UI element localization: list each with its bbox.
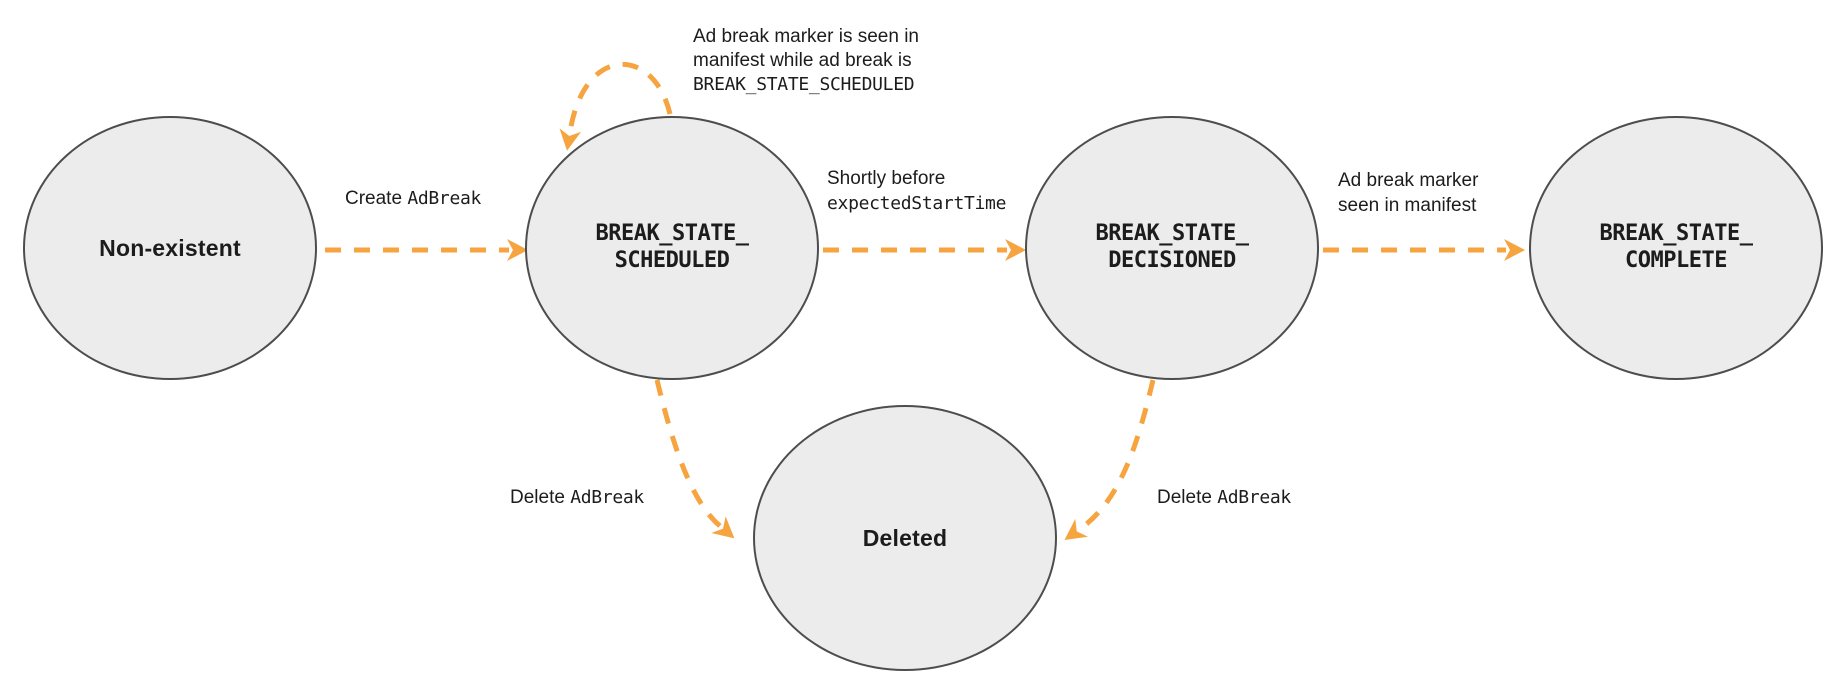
- edge-label-marker-seen-line1: Ad break marker: [1338, 170, 1479, 191]
- edge-label-delete-adbreak-left: Delete AdBreak: [510, 485, 644, 510]
- edge-label-create-adbreak: Create AdBreak: [345, 186, 481, 211]
- edge-label-delete-adbreak-right: Delete AdBreak: [1157, 485, 1291, 510]
- edge-label-delete-right-code: AdBreak: [1217, 487, 1291, 508]
- edge-label-self-loop-line1: Ad break marker is seen in: [693, 26, 919, 47]
- edge-label-self-loop-code: BREAK_STATE_SCHEDULED: [693, 74, 915, 95]
- state-node-break-state-scheduled: BREAK_STATE_ SCHEDULED: [525, 116, 819, 380]
- edge-label-create-code: AdBreak: [407, 188, 482, 209]
- state-label-break-state-scheduled: BREAK_STATE_ SCHEDULED: [595, 221, 749, 273]
- state-label-break-state-complete: BREAK_STATE_ COMPLETE: [1599, 221, 1753, 273]
- edge-label-delete-right-text: Delete: [1157, 487, 1218, 508]
- edge-label-self-loop-line2: manifest while ad break is: [693, 50, 912, 71]
- edge-label-shortly-before-text: Shortly before: [827, 168, 946, 189]
- state-label-deleted: Deleted: [862, 524, 948, 551]
- edge-delete-from-scheduled-arrow: [654, 379, 735, 539]
- state-node-deleted: Deleted: [753, 405, 1057, 671]
- edge-label-create-text: Create: [345, 188, 408, 209]
- state-node-non-existent: Non-existent: [23, 116, 317, 380]
- edge-label-delete-left-code: AdBreak: [570, 487, 644, 508]
- edge-label-shortly-before: Shortly before expectedStartTime: [827, 166, 1006, 216]
- edge-delete-from-decisioned-arrow: [1064, 379, 1156, 541]
- state-node-break-state-decisioned: BREAK_STATE_ DECISIONED: [1025, 116, 1319, 380]
- state-label-break-state-decisioned: BREAK_STATE_ DECISIONED: [1095, 221, 1249, 273]
- state-node-break-state-complete: BREAK_STATE_ COMPLETE: [1529, 116, 1823, 380]
- edge-label-expected-start-time-code: expectedStartTime: [827, 193, 1007, 214]
- state-label-non-existent: Non-existent: [99, 234, 241, 261]
- edge-label-delete-left-text: Delete: [510, 487, 571, 508]
- edge-label-self-loop: Ad break marker is seen in manifest whil…: [693, 25, 919, 97]
- edge-label-marker-seen-line2: seen in manifest: [1338, 195, 1477, 216]
- edge-label-marker-seen: Ad break marker seen in manifest: [1338, 168, 1478, 218]
